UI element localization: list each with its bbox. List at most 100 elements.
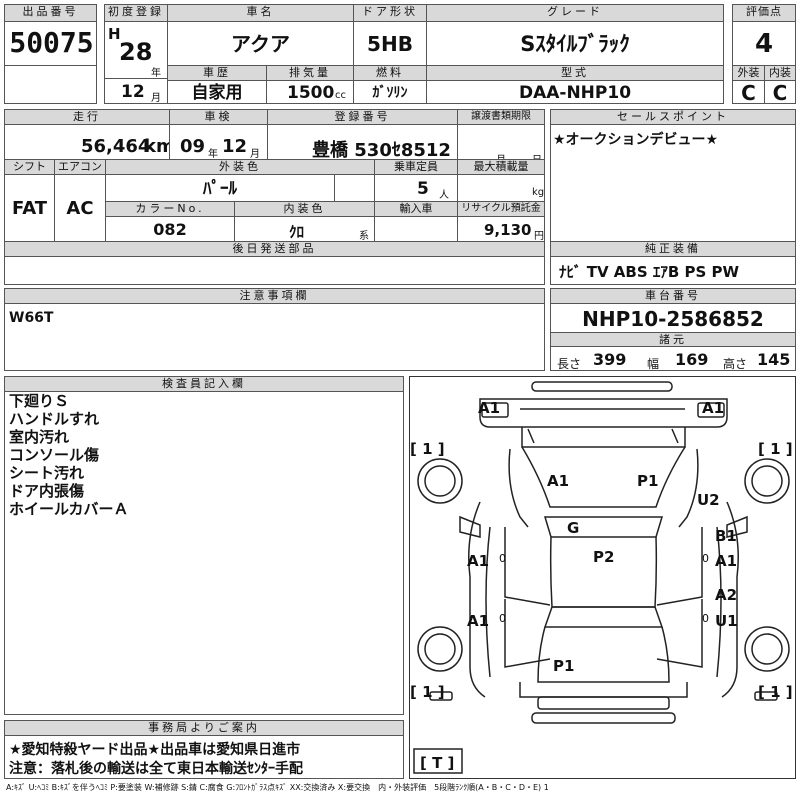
load-unit: kg: [532, 187, 545, 198]
equipment-label: 純正装備: [550, 241, 796, 257]
car-outline-icon: [413, 381, 790, 774]
mark-tire-fl: [ 1 ]: [410, 440, 445, 458]
recycle: 9,130: [484, 221, 532, 239]
grade: Sｽﾀｲﾙﾌﾞﾗｯｸ: [426, 21, 724, 66]
fuel-label: 燃料: [353, 65, 427, 81]
recycle-label: リサイクル預託金: [457, 201, 545, 217]
recycle-unit: 円: [534, 231, 544, 242]
era: H: [108, 25, 121, 43]
sales-label: セールスポイント: [550, 109, 796, 125]
displacement-label: 排気量: [266, 65, 354, 81]
first-reg-label: 初度登録: [104, 4, 168, 22]
height-label: 高さ: [723, 357, 748, 371]
inspector-line: 室内汚れ: [9, 428, 70, 446]
car-name: アクア: [167, 21, 354, 66]
car-name-label: 車名: [167, 4, 354, 22]
reg-label: 登録番号: [267, 109, 458, 125]
mark-door-fr-1: B1: [715, 527, 737, 545]
score-label: 評価点: [732, 4, 796, 22]
vehicle-details: 走行 56,464 km 車検 09 年 12 月 登録番号 豊橋 530ｾ85…: [4, 109, 545, 285]
year: 28: [119, 38, 153, 66]
lot-no: 50075: [9, 26, 94, 59]
damage-diagram: A1 A1 [ 1 ] [ 1 ] A1 P1 U2 G P2 A1 0 B1 …: [409, 376, 796, 779]
equipment-cell: ﾅﾋﾞ TV ABS ｴｱB PS PW: [550, 256, 796, 285]
mark-tire-rl: [ 1 ]: [410, 683, 445, 701]
color-no-label: カラーNo.: [105, 201, 235, 217]
mark-door-fr-2: A1: [715, 552, 738, 570]
int-color-label: 内装色: [234, 201, 375, 217]
lot-blank: [4, 65, 97, 104]
notes-cell: W66T: [4, 303, 545, 371]
width: 169: [675, 350, 709, 369]
color-label: 外装色: [105, 159, 375, 175]
office-line-1: ★愛知特殺ヤード出品★出品車は愛知県日進市: [9, 742, 301, 758]
legend: A:ｷｽﾞ U:ﾍｺﾐ B:ｷｽﾞを伴うﾍｺﾐ P:要塗装 W:補修跡 S:錆 …: [6, 783, 549, 792]
color-no: 082: [105, 216, 235, 242]
score: 4: [732, 21, 796, 66]
int-label: 内装: [764, 65, 796, 81]
year-unit: 年: [151, 68, 161, 79]
color-extra: [334, 174, 375, 202]
insp-year-unit: 年: [208, 149, 218, 160]
import-cell: [374, 216, 458, 242]
mileage-label: 走行: [4, 109, 170, 125]
mark-door-rr-2: U1: [715, 612, 738, 630]
month-unit: 月: [151, 93, 161, 104]
capacity-cell: 5 人: [374, 174, 458, 202]
recycle-cell: 9,130 円: [457, 216, 545, 242]
insp-month-unit: 月: [250, 149, 260, 160]
inspector-lines: 下廻りＳ ハンドルすれ 室内汚れ コンソール傷 シート汚れ ドア内張傷 ホイール…: [9, 392, 129, 518]
sales-text: ★オークションデビュー★: [553, 132, 719, 148]
model: DAA-NHP10: [426, 80, 724, 104]
mark-hood-left: A1: [547, 472, 570, 490]
inspector-line: コンソール傷: [9, 446, 100, 464]
fuel: ｶﾞｿﾘﾝ: [353, 80, 427, 104]
inspector-line: シート汚れ: [9, 464, 85, 482]
history-label: 車歴: [167, 65, 267, 81]
spec-cell: 長さ 399 幅 169 高さ 145: [550, 346, 796, 371]
mark-zero-fl: 0: [499, 552, 506, 565]
inspection-cell: 09 年 12 月: [169, 124, 268, 166]
capacity-label: 乗車定員: [374, 159, 458, 175]
mileage: 56,464: [81, 136, 151, 157]
inspector-cell: 下廻りＳ ハンドルすれ 室内汚れ コンソール傷 シート汚れ ドア内張傷 ホイール…: [4, 391, 404, 715]
later-parts-label: 後日発送部品: [4, 241, 545, 257]
door-label: ドア形状: [353, 4, 427, 22]
width-label: 幅: [647, 357, 660, 371]
displacement: 1500: [287, 83, 335, 103]
ac: AC: [54, 174, 106, 242]
insp-year: 09: [180, 136, 206, 157]
int-grade: C: [764, 80, 796, 104]
notes-text: W66T: [9, 310, 54, 326]
int-color-unit: 系: [359, 231, 369, 242]
shift-label: シフト: [4, 159, 55, 175]
mileage-unit: km: [144, 136, 169, 157]
length: 399: [593, 350, 627, 369]
chassis-number: NHP10-2586852: [550, 303, 796, 333]
inspector-line: 下廻りＳ: [9, 392, 70, 410]
month: 12: [121, 82, 145, 102]
mark-windshield: G: [567, 519, 580, 537]
mark-zero-rl: 0: [499, 612, 506, 625]
inspector-line: ドア内張傷: [9, 482, 85, 500]
office-label: 事務局よりご案内: [4, 720, 404, 736]
office-cell: ★愛知特殺ヤード出品★出品車は愛知県日進市 注意：落札後の輸送は全て東日本輸送ｾ…: [4, 735, 404, 779]
height: 145: [757, 350, 791, 369]
import-label: 輸入車: [374, 201, 458, 217]
inspector-label: 検査員記入欄: [4, 376, 404, 392]
mark-hood-right: P1: [637, 472, 659, 490]
length-label: 長さ: [557, 357, 582, 371]
header-section: 出品番号 50075 初度登録 H 28 年 12 月 車名 アクア ドア形状 …: [4, 4, 796, 104]
grade-label: グレード: [426, 4, 724, 22]
mark-door-rl: A1: [467, 612, 490, 630]
ac-label: エアコン: [54, 159, 106, 175]
equipment-text: ﾅﾋﾞ TV ABS ｴｱB PS PW: [559, 263, 740, 281]
mark-door-rr-1: A2: [715, 586, 738, 604]
load-cell: kg: [457, 174, 545, 202]
capacity: 5: [417, 179, 429, 199]
mark-trunk: P1: [553, 657, 575, 675]
int-color: ｸﾛ: [289, 223, 305, 241]
displacement-cell: 1500 cc: [266, 80, 354, 104]
mark-roof: P2: [593, 548, 615, 566]
mark-fender-right: U2: [697, 491, 720, 509]
